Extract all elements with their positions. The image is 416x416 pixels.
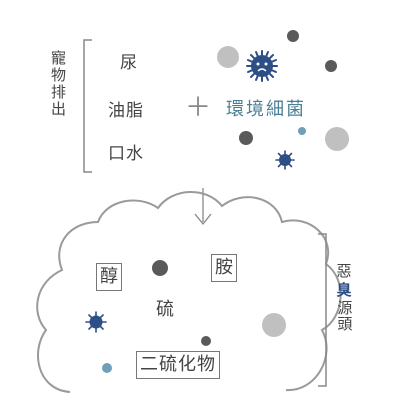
gray-dot [217,46,239,68]
dark-dot [325,60,337,72]
cloud-outline [36,191,342,393]
right-bracket [318,233,327,387]
bacteria-icon [275,150,295,170]
odor-source-prefix: 惡 [336,262,352,280]
compound-sulfur: 硫 [156,299,174,320]
dark-dot [152,260,168,276]
environment-bacteria-label: 環境細菌 [226,99,306,120]
compound-alcohol: 醇 [96,263,122,291]
blue-dot [298,127,306,135]
dark-dot [201,336,211,346]
plus-sign: ＋ [185,93,212,123]
item-saliva: 口水 [108,144,144,164]
pet-excretion-title: 寵物排出 [49,50,67,118]
sad-bacteria-icon [246,50,278,82]
item-oil: 油脂 [108,101,144,121]
odor-source-title: 惡 臭 源頭 [335,262,353,332]
dark-dot [287,30,299,42]
gray-dot [262,313,286,337]
item-urine: 尿 [120,53,138,73]
compound-amine: 胺 [211,254,237,282]
blue-dot [102,363,112,373]
compound-disulfide: 二硫化物 [136,351,220,379]
bacteria-icon [85,311,107,333]
gray-dot [325,127,349,151]
left-bracket [83,39,92,173]
dark-dot [239,131,253,145]
odor-source-highlight: 臭 [336,280,352,299]
odor-source-suffix: 源頭 [335,299,354,332]
